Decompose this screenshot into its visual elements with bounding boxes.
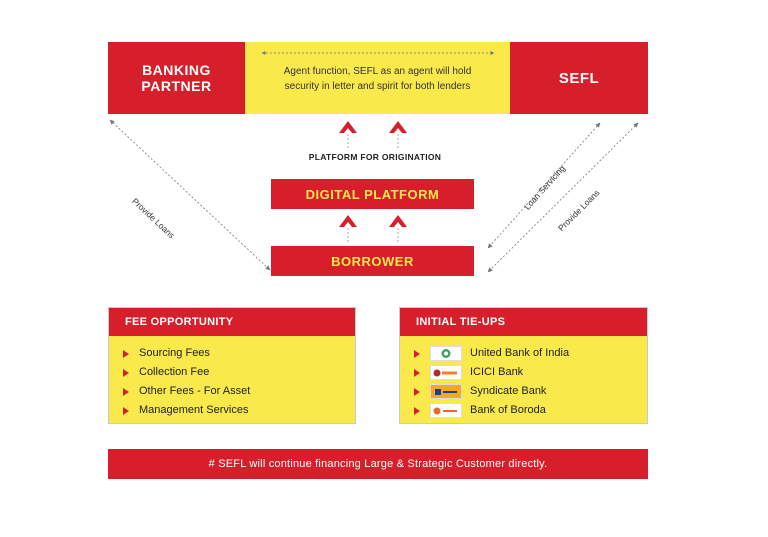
sefl-box: SEFL — [510, 42, 648, 114]
list-item: Syndicate Bank — [414, 382, 647, 401]
tieup-item-label: ICICI Bank — [470, 366, 524, 378]
tieup-item-label: Syndicate Bank — [470, 385, 547, 397]
initial-tieups-header: INITIAL TIE-UPS — [400, 308, 647, 336]
list-item: ICICI Bank — [414, 363, 647, 382]
list-item: Bank of Boroda — [414, 401, 647, 420]
triangle-bullet-icon — [123, 349, 129, 358]
digital-platform-label: DIGITAL PLATFORM — [305, 186, 440, 202]
triangle-bullet-icon — [123, 387, 129, 396]
triangle-bullet-icon — [123, 406, 129, 415]
footer-note-box: # SEFL will continue financing Large & S… — [108, 449, 648, 479]
triangle-bullet-icon — [123, 368, 129, 377]
fee-opportunity-header: FEE OPPORTUNITY — [109, 308, 355, 336]
triangle-bullet-icon — [414, 349, 420, 358]
up-arrow-mid-right — [389, 215, 407, 242]
agent-text-line1: Agent function, SEFL as an agent will ho… — [283, 66, 472, 77]
tieup-item-label: Bank of Boroda — [470, 404, 546, 416]
borrower-label: BORROWER — [331, 253, 414, 269]
up-arrow-top-left — [339, 121, 357, 148]
list-item: Collection Fee — [123, 363, 355, 382]
fee-item-label: Collection Fee — [139, 366, 210, 378]
fee-list: Sourcing Fees Collection Fee Other Fees … — [109, 336, 355, 420]
syndicate-bank-logo-icon — [430, 384, 462, 399]
bank-of-baroda-logo-icon — [430, 403, 462, 418]
fee-opportunity-panel: FEE OPPORTUNITY Sourcing Fees Collection… — [108, 307, 356, 424]
tieup-item-label: United Bank of India — [470, 347, 570, 359]
up-arrow-top-right — [389, 121, 407, 148]
provide-loans-right-arrow — [487, 122, 639, 273]
borrower-box: BORROWER — [271, 246, 474, 276]
sefl-label: SEFL — [558, 69, 600, 87]
provide-loans-left-arrow — [109, 119, 271, 271]
up-arrow-mid-left — [339, 215, 357, 242]
fee-item-label: Sourcing Fees — [139, 347, 210, 359]
origination-label: PLATFORM FOR ORIGINATION — [308, 152, 442, 162]
list-item: United Bank of India — [414, 344, 647, 363]
initial-tieups-panel: INITIAL TIE-UPS United Bank of India ICI… — [399, 307, 648, 424]
united-bank-logo-icon — [430, 346, 462, 361]
fee-opportunity-title: FEE OPPORTUNITY — [125, 316, 234, 328]
initial-tieups-title: INITIAL TIE-UPS — [416, 316, 506, 328]
tieup-list: United Bank of India ICICI Bank Syndicat… — [400, 336, 647, 420]
footer-note-text: # SEFL will continue financing Large & S… — [208, 458, 548, 470]
list-item: Management Services — [123, 401, 355, 420]
agent-function-text: Agent function, SEFL as an agent will ho… — [265, 64, 490, 94]
banking-partner-label-line1: BANKING — [142, 62, 211, 78]
list-item: Sourcing Fees — [123, 344, 355, 363]
digital-platform-box: DIGITAL PLATFORM — [271, 179, 474, 209]
list-item: Other Fees - For Asset — [123, 382, 355, 401]
fee-item-label: Other Fees - For Asset — [139, 385, 251, 397]
icici-bank-logo-icon — [430, 365, 462, 380]
fee-item-label: Management Services — [139, 404, 249, 416]
banking-partner-label-line2: PARTNER — [141, 78, 212, 94]
triangle-bullet-icon — [414, 406, 420, 415]
agent-text-line2: security in letter and spirit for both l… — [284, 81, 471, 92]
triangle-bullet-icon — [414, 368, 420, 377]
triangle-bullet-icon — [414, 387, 420, 396]
